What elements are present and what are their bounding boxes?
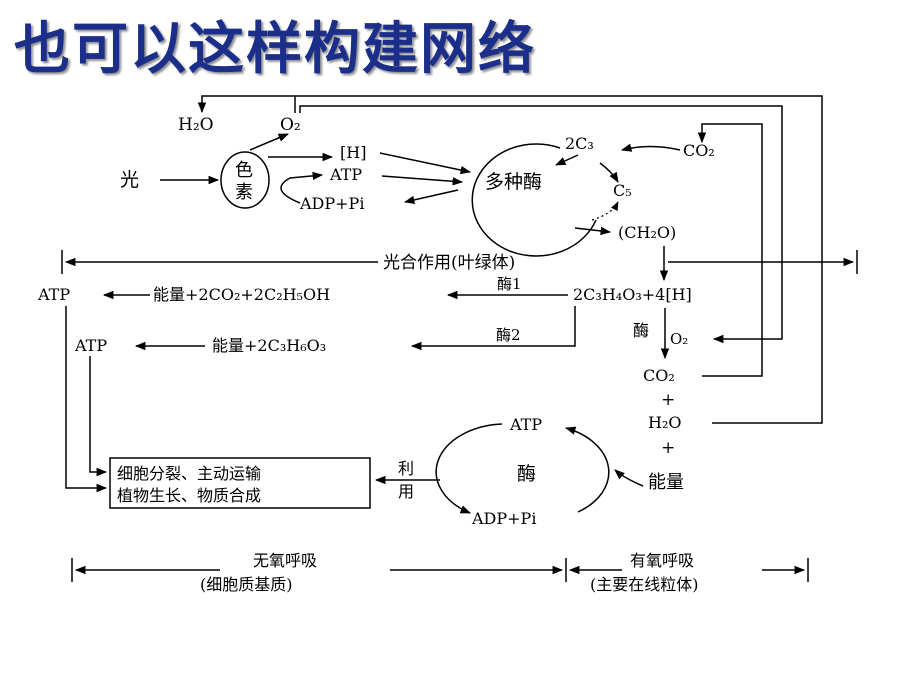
co2-to-c3-curve bbox=[620, 143, 681, 152]
atp-to-enzyme-arrow bbox=[381, 175, 464, 186]
atp-anaerobic-2: ATP bbox=[74, 336, 107, 355]
atp-cycle-enzyme: 酶 bbox=[517, 463, 536, 485]
plus-1: + bbox=[661, 390, 675, 410]
o2-aerobic-label: O₂ bbox=[670, 330, 688, 348]
h-to-enzyme-arrow bbox=[379, 152, 472, 175]
use-label-2: 用 bbox=[398, 482, 414, 501]
photosynthesis-bracket-label: 光合作用(叶绿体) bbox=[383, 253, 515, 273]
aerobic-location: (主要在线粒体) bbox=[590, 575, 699, 594]
enzyme-1-label: 酶1 bbox=[497, 275, 522, 293]
c3-to-enzymes-arrow bbox=[555, 154, 579, 166]
c5-regeneration-dotted bbox=[591, 201, 619, 221]
anaerobic-label: 无氧呼吸 bbox=[253, 551, 317, 570]
pigment-to-o2-arrow bbox=[249, 133, 289, 151]
h2o-aerobic-label: H₂O bbox=[648, 413, 681, 432]
pyruvate-label: 2C₃H₄O₃+4[H] bbox=[573, 285, 692, 304]
plus-2: + bbox=[661, 438, 675, 458]
atp2-to-uses-line bbox=[89, 356, 108, 477]
light-label: 光 bbox=[120, 169, 139, 191]
anaerobic-location: (细胞质基质) bbox=[200, 575, 293, 594]
use-label-1: 利 bbox=[398, 459, 414, 478]
energy-aerobic-label: 能量 bbox=[648, 472, 684, 493]
adp-to-atp-curve bbox=[280, 171, 324, 204]
adp-pi-label-photo: ADP+Pi bbox=[299, 194, 364, 213]
atp-cycle-atp: ATP bbox=[509, 415, 542, 434]
pigment-oval bbox=[220, 151, 270, 209]
c3-label: 2C₃ bbox=[565, 134, 594, 153]
atp-cycle-right-arc bbox=[564, 426, 610, 513]
enzyme-to-adp-arrow bbox=[403, 189, 459, 205]
enzyme-2-label: 酶2 bbox=[496, 326, 521, 344]
atp1-to-uses-line bbox=[65, 306, 108, 493]
atp-cycle-left-arc bbox=[435, 423, 503, 514]
atp-uses-box bbox=[109, 457, 371, 509]
energy-to-cycle-arrow bbox=[614, 469, 644, 487]
atp-uses-line-1: 细胞分裂、主动运输 bbox=[117, 464, 261, 483]
enzyme-cycle-arc bbox=[471, 143, 597, 257]
h-label: [H] bbox=[340, 143, 366, 162]
o2-supply-line bbox=[299, 105, 783, 344]
atp-cycle-adp-pi: ADP+Pi bbox=[471, 509, 536, 528]
pigment-label-1: 色 bbox=[235, 160, 253, 181]
ch2o-label: (CH₂O) bbox=[618, 223, 676, 242]
atp-uses-line-2: 植物生长、物质合成 bbox=[117, 486, 261, 505]
enzyme-aerobic-label: 酶 bbox=[633, 321, 649, 340]
pyruvate-to-products2-arrow bbox=[410, 306, 576, 351]
slide-title: 也可以这样构建网络 bbox=[14, 17, 536, 82]
o2-label-top: O₂ bbox=[280, 115, 301, 135]
c5-label: C₅ bbox=[613, 181, 632, 200]
enzymes-to-c5-curve bbox=[599, 162, 619, 183]
atp-label-photo: ATP bbox=[329, 165, 362, 184]
water-loop-arrow bbox=[197, 95, 296, 114]
h2o-label: H₂O bbox=[178, 115, 214, 135]
co2-return-line bbox=[697, 123, 763, 377]
to-ch2o-arrow bbox=[574, 226, 612, 236]
anaerobic-products-2: 能量+2C₃H₆O₃ bbox=[212, 336, 326, 355]
atp-anaerobic-1: ATP bbox=[37, 285, 70, 304]
co2-aerobic-label: CO₂ bbox=[643, 366, 675, 385]
enzymes-label: 多种酶 bbox=[485, 171, 542, 193]
water-return-line bbox=[295, 95, 823, 424]
pigment-label-2: 素 bbox=[235, 182, 253, 203]
anaerobic-products-1: 能量+2CO₂+2C₂H₅OH bbox=[153, 285, 330, 304]
aerobic-label: 有氧呼吸 bbox=[630, 551, 694, 570]
co2-label-top: CO₂ bbox=[683, 141, 715, 160]
